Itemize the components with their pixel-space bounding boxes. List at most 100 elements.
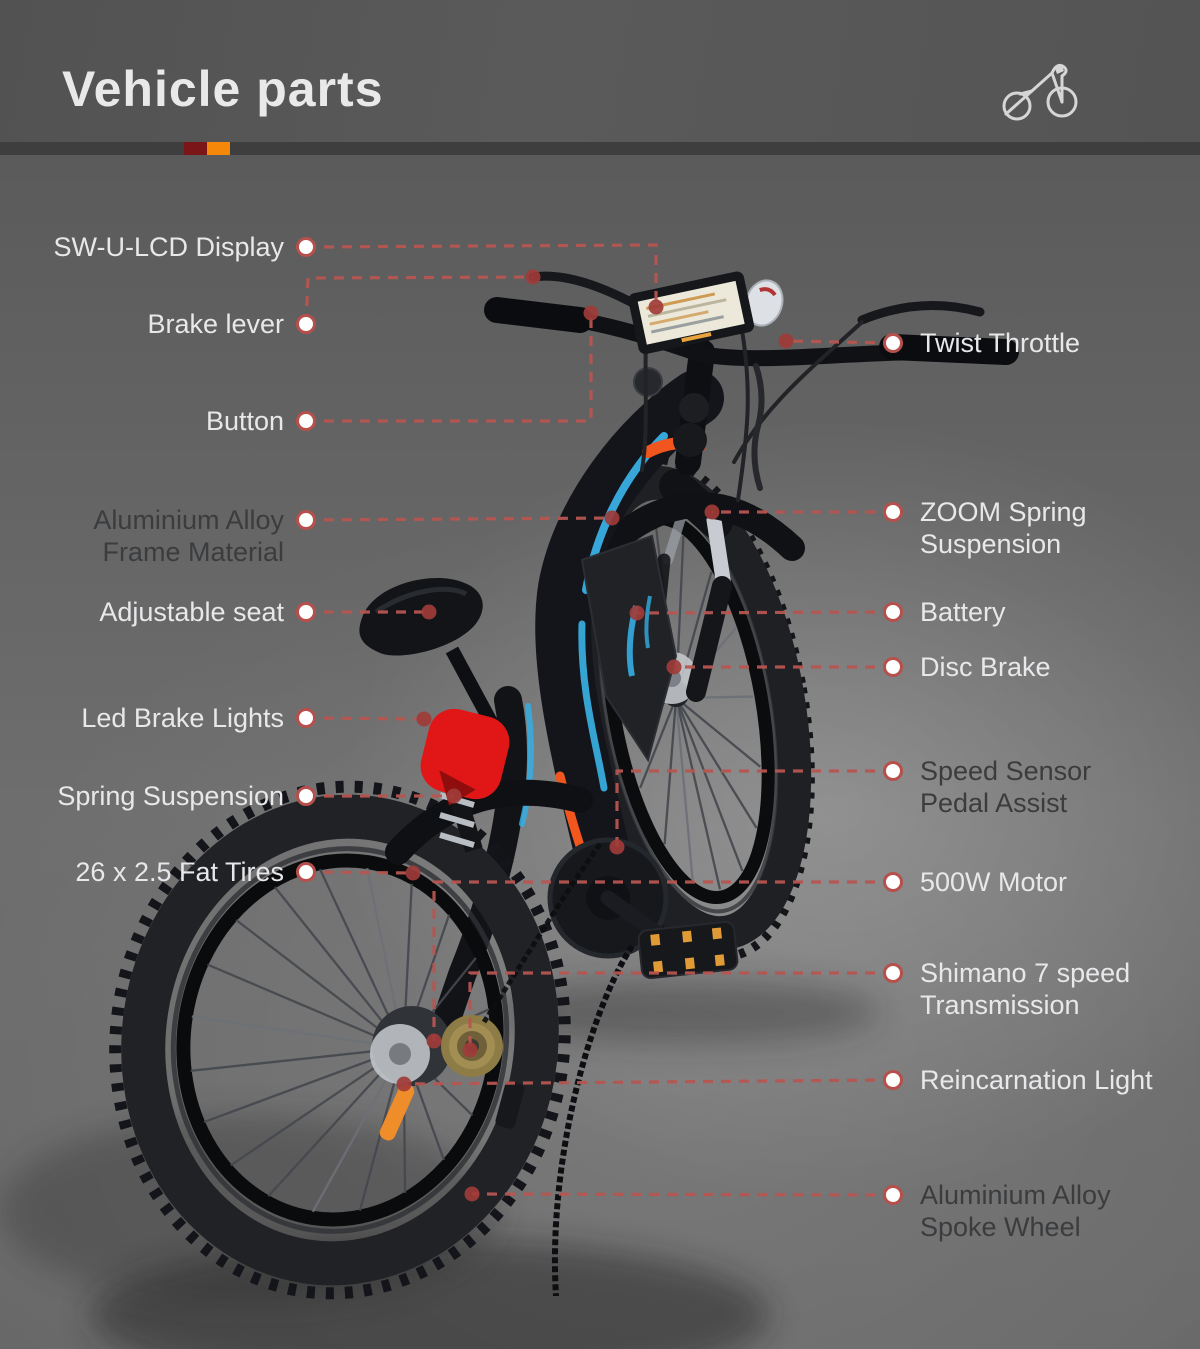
spoke-reflector: [379, 1083, 415, 1141]
callout-label-line: Reincarnation Light: [920, 1065, 1153, 1095]
callout-label-line: Transmission: [920, 990, 1080, 1020]
callout-dot: [296, 510, 316, 530]
callout-label: Reincarnation Light: [920, 1064, 1153, 1096]
callout-label: Spring Suspension: [57, 780, 284, 812]
callout-dot: [296, 862, 316, 882]
callout-dot: [883, 963, 903, 983]
callout-label: Battery: [920, 596, 1006, 628]
saddle: [359, 578, 499, 728]
front-wheel: [561, 454, 815, 962]
callout-line-brake-lever: [304, 275, 534, 325]
pedal: [637, 921, 739, 979]
divider-square-dark-red: [184, 142, 207, 155]
callout-dot: [883, 872, 903, 892]
callout-label-line: Aluminium Alloy: [93, 505, 284, 535]
callout-label-line: 26 x 2.5 Fat Tires: [75, 857, 284, 887]
callout-endpoint-reincarnation-light: [396, 1076, 412, 1092]
callout-label: Disc Brake: [920, 651, 1051, 683]
crank-chainring: [547, 837, 680, 959]
callout-label-line: Spring Suspension: [57, 781, 284, 811]
callout-endpoint-twist-throttle: [778, 333, 794, 349]
callout-label: 500W Motor: [920, 866, 1067, 898]
stem: [633, 339, 715, 475]
ground-shadow: [0, 980, 880, 1349]
callout-label-line: Led Brake Lights: [81, 703, 284, 733]
callout-label-line: Aluminium Alloy: [920, 1180, 1111, 1210]
callout-label-line: Adjustable seat: [99, 597, 284, 627]
handlebar: [484, 271, 1019, 502]
frame: [432, 370, 724, 1036]
callout-endpoint-disc-brake: [666, 659, 682, 675]
battery-pack: [580, 534, 678, 763]
callout-line-twist-throttle: [785, 339, 894, 345]
callout-dot: [883, 333, 903, 353]
callout-endpoint-shimano-7-speed-transmission: [462, 1042, 478, 1058]
callout-endpoint-motor-500w: [426, 1033, 442, 1049]
rear-fender: [385, 779, 593, 865]
callout-label-line: Pedal Assist: [920, 788, 1068, 818]
callout-label: Button: [206, 405, 284, 437]
lcd-display: [628, 271, 755, 359]
callout-dot: [296, 411, 316, 431]
callout-dot: [883, 502, 903, 522]
callout-endpoint-brake-lever: [525, 269, 541, 285]
callout-dot: [296, 314, 316, 334]
callout-endpoint-led-brake-lights: [416, 711, 432, 727]
callout-dot: [296, 237, 316, 257]
twist-shifter-pod: [744, 279, 784, 327]
callout-line-button: [306, 313, 593, 423]
callout-label-line: Suspension: [920, 529, 1062, 559]
callout-label-line: Frame Material: [102, 537, 284, 567]
callout-label-line: Battery: [920, 597, 1006, 627]
derailleur: [495, 1081, 527, 1149]
callout-line-aluminium-alloy-frame-material: [305, 516, 613, 522]
callout-label-line: Brake lever: [147, 309, 284, 339]
callout-dot: [296, 602, 316, 622]
callout-label-line: Disc Brake: [920, 652, 1051, 682]
callout-label-line: Shimano 7 speed: [920, 958, 1131, 988]
page-title: Vehicle parts: [62, 61, 384, 117]
callout-dot: [883, 602, 903, 622]
callout-label-line: 500W Motor: [920, 867, 1068, 897]
chain: [481, 842, 635, 1297]
callout-endpoint-aluminium-alloy-frame-material: [604, 510, 620, 526]
callout-dot: [296, 786, 316, 806]
front-fork: [645, 469, 733, 702]
callout-label: Adjustable seat: [99, 596, 284, 628]
callout-endpoint-aluminium-alloy-spoke-wheel: [464, 1186, 480, 1202]
callout-endpoint-sw-u-lcd-display: [648, 299, 664, 315]
callout-line-reincarnation-light: [403, 1078, 894, 1086]
callout-dot: [296, 708, 316, 728]
callout-label: 26 x 2.5 Fat Tires: [75, 856, 284, 888]
callout-endpoint-adjustable-seat: [421, 604, 437, 620]
callout-label-line: Button: [205, 406, 284, 436]
front-fender: [593, 492, 805, 561]
callout-endpoint-fat-tires: [405, 865, 421, 881]
callout-dot: [883, 761, 903, 781]
rear-spring-suspension: [439, 767, 483, 853]
callout-dot: [883, 1070, 903, 1090]
hub-motor: [370, 1006, 452, 1086]
cassette: [441, 1015, 503, 1077]
callout-label-line: Spoke Wheel: [920, 1212, 1081, 1242]
callout-line-motor-500w: [432, 880, 893, 1041]
callout-dot: [883, 657, 903, 677]
bicycle-icon: [1002, 64, 1078, 121]
front-disc-brake: [646, 652, 698, 704]
callout-line-sw-u-lcd-display: [305, 243, 658, 307]
callout-label-line: ZOOM Spring: [920, 497, 1087, 527]
callout-line-fat-tires: [305, 870, 414, 875]
callout-endpoint-button: [583, 305, 599, 321]
callout-endpoint-spring-suspension: [446, 788, 462, 804]
front-hub: [663, 681, 689, 707]
rear-wheel: [109, 780, 571, 1300]
right-brake-lever: [857, 301, 985, 325]
callout-dot: [883, 1185, 903, 1205]
divider-bar: [0, 142, 1200, 155]
